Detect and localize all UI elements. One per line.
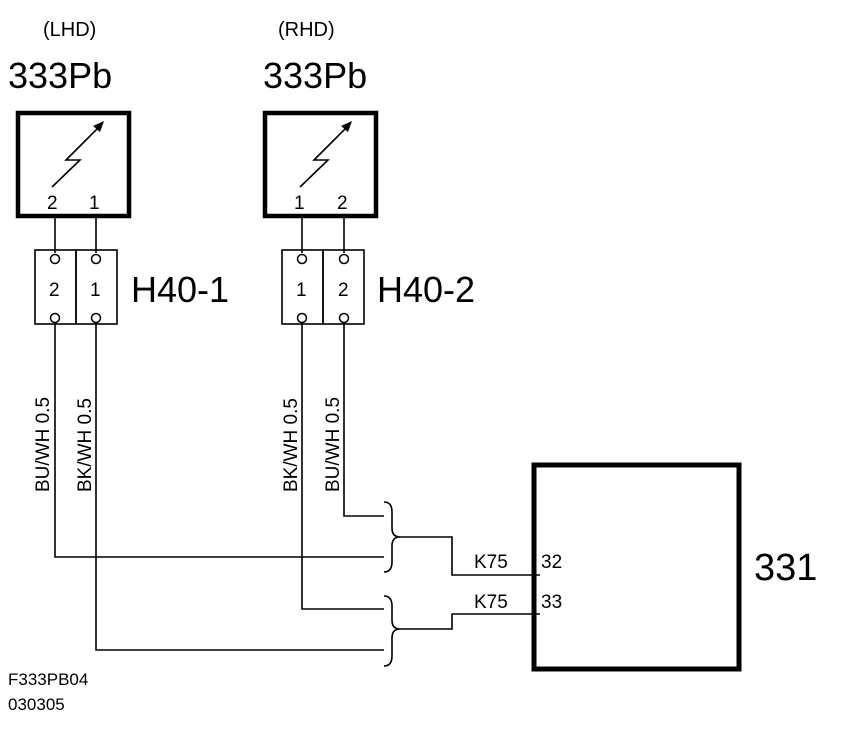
h40-2-label: H40-2 [377, 269, 475, 310]
module-331: 331 K75 32 K75 33 [474, 462, 817, 672]
lhd-sensor-ref: 333Pb [8, 55, 112, 96]
module-331-box [531, 462, 742, 672]
h40-1-pin-right: 1 [90, 280, 101, 301]
lhd-sensor-box [15, 110, 132, 219]
h40-2-pin-right: 2 [338, 280, 349, 301]
brace-pin-33 [383, 595, 401, 667]
wire-to-pin-33 [400, 613, 540, 630]
h40-2-pin-left: 1 [296, 280, 307, 301]
pin-33-connector: K75 [474, 592, 508, 613]
wire-label-rhd-bk: BK/WH 0.5 [281, 398, 302, 492]
rhd-variant-label: (RHD) [278, 19, 335, 41]
wire-label-lhd-bu: BU/WH 0.5 [33, 397, 54, 492]
brace-pin-32 [383, 501, 401, 573]
connector-h40-1: 2 1 H40-1 [34, 249, 229, 325]
lhd-sensor-pin-left: 2 [47, 193, 58, 214]
lhd-variant-label: (LHD) [43, 19, 96, 41]
rhd-sensor-ref: 333Pb [263, 55, 367, 96]
wire-rhd-bu-wh [343, 323, 384, 517]
wire-label-lhd-bk: BK/WH 0.5 [75, 398, 96, 492]
connector-h40-2: 1 2 H40-2 [281, 249, 475, 325]
wire-label-rhd-bu: BU/WH 0.5 [323, 397, 344, 492]
rhd-sensor-pin-left: 1 [294, 193, 305, 214]
wire-rhd-bk-wh [301, 323, 384, 610]
wire-lhd-bu-wh [54, 323, 384, 558]
rhd-sensor-group: (RHD) 333Pb 1 2 [262, 19, 379, 219]
wire-lhd-bk-wh [95, 323, 384, 651]
pin-32-connector: K75 [474, 552, 508, 573]
h40-1-pin-left: 2 [49, 280, 60, 301]
figure-code: F333PB04 [8, 670, 88, 689]
figure-date: 030305 [8, 695, 65, 714]
lhd-sensor-symbol-icon [51, 121, 104, 188]
rhd-sensor-pin-right: 2 [337, 193, 348, 214]
lhd-sensor-group: (LHD) 333Pb 2 1 [8, 19, 132, 219]
pin-33-number: 33 [541, 592, 562, 613]
h40-1-label: H40-1 [131, 269, 229, 310]
lhd-sensor-pin-right: 1 [89, 193, 100, 214]
rhd-sensor-symbol-icon [299, 121, 352, 188]
module-ref: 331 [754, 547, 817, 589]
wire-to-pin-32 [400, 536, 540, 576]
pin-32-number: 32 [541, 552, 562, 573]
rhd-sensor-box [262, 110, 379, 219]
